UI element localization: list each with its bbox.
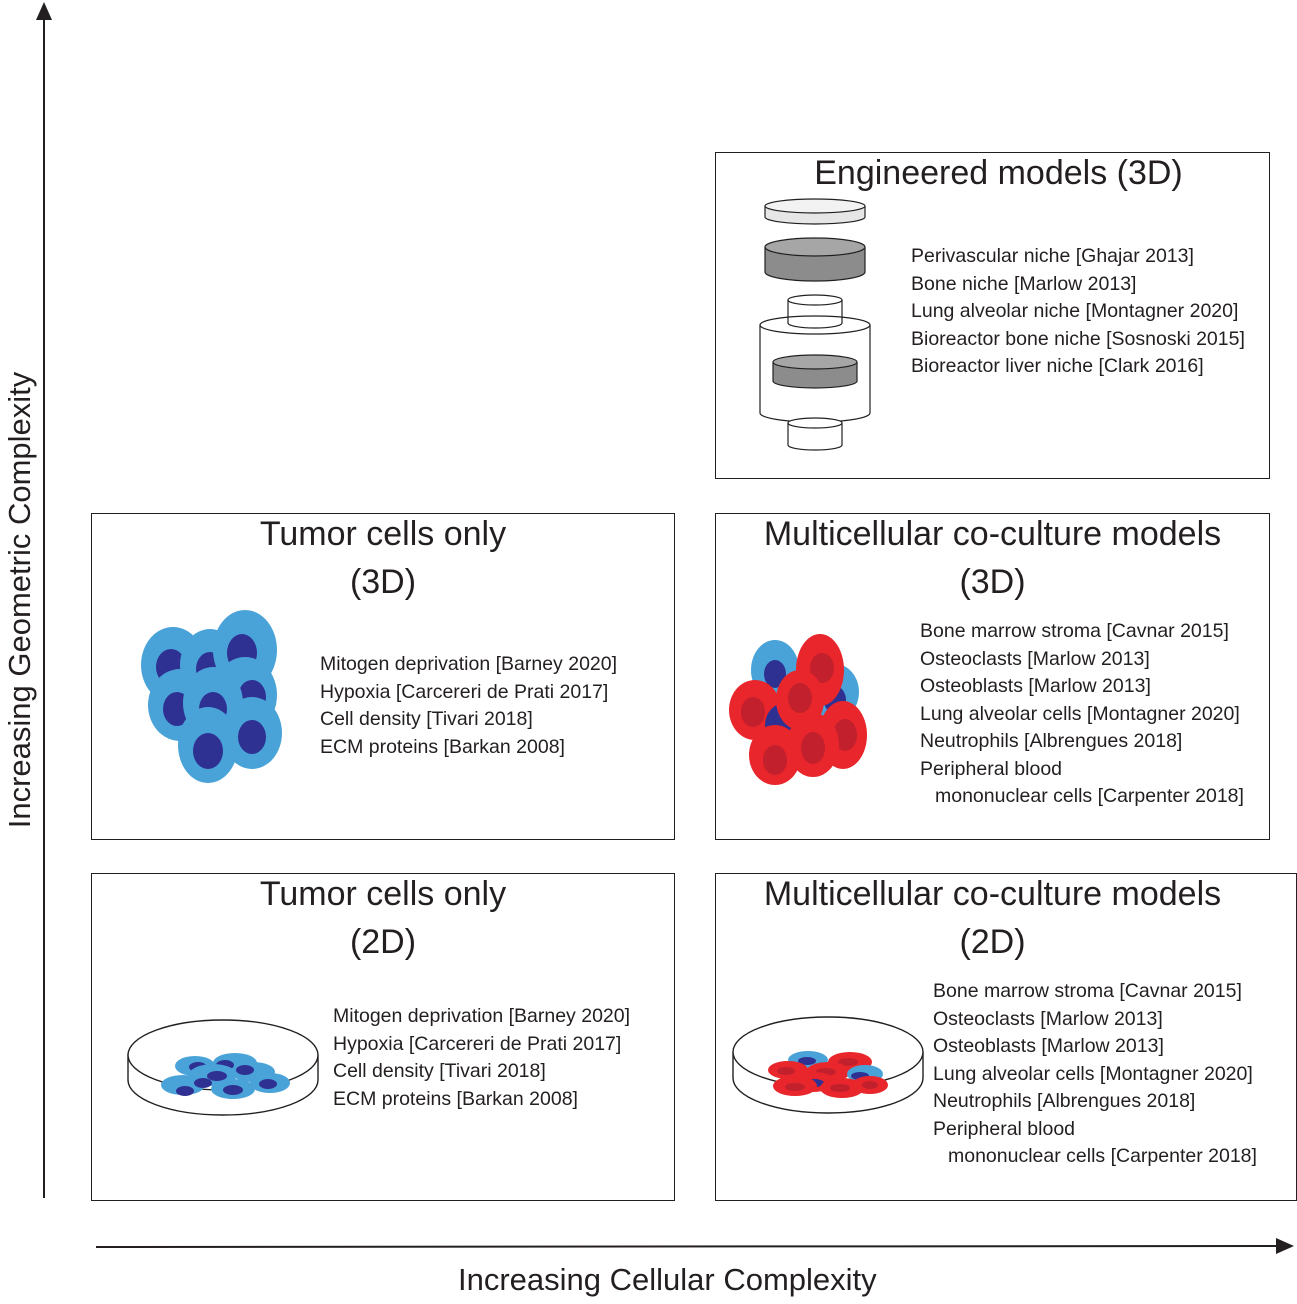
citation-list: Bone marrow stroma [Cavnar 2015] Osteocl… [933, 978, 1257, 1171]
list-item: Lung alveolar cells [Montagner 2020] [933, 1062, 1253, 1085]
citation-list: Mitogen deprivation [Barney 2020] Hypoxi… [333, 1003, 630, 1113]
list-item: Osteoblasts [Marlow 2013] [920, 675, 1151, 697]
list-item: Bioreactor bone niche [Sosnoski 2015] [911, 327, 1245, 350]
panel-title: Engineered models (3D) [814, 154, 1183, 192]
x-axis-label: Increasing Cellular Complexity [458, 1262, 877, 1297]
list-item: Peripheral blood [920, 757, 1063, 780]
list-item: mononuclear cells [Carpenter 2018] [948, 1145, 1257, 1167]
list-item: Hypoxia [Carcereri de Prati 2017] [320, 680, 609, 703]
panel-title: Tumor cells only [259, 875, 507, 913]
y-axis-arrowhead [36, 2, 52, 20]
x-axis-line [95, 1245, 1279, 1248]
list-item: ECM proteins [Barkan 2008] [320, 735, 565, 758]
list-item: Mitogen deprivation [Barney 2020] [320, 653, 618, 675]
citation-list: Bone marrow stroma [Cavnar 2015] Osteocl… [920, 618, 1244, 811]
panel-tumor-2d: Tumor cells only (2D) Mitogen deprivatio… [91, 873, 675, 1201]
list-item: Cell density [Tivari 2018] [333, 1060, 546, 1082]
list-item: Osteoclasts [Marlow 2013] [920, 647, 1150, 670]
list-item: Perivascular niche [Ghajar 2013] [911, 245, 1194, 267]
panel-subtitle: (3D) [959, 563, 1026, 601]
panel-title: Multicellular co-culture models [763, 875, 1222, 913]
list-item: Cell density [Tivari 2018] [320, 708, 533, 730]
y-axis-label: Increasing Geometric Complexity [2, 371, 37, 829]
panel-subtitle: (2D) [959, 923, 1026, 961]
petri-dish-coculture-icon [732, 1016, 924, 1114]
list-item: Lung alveolar cells [Montagner 2020] [920, 702, 1240, 725]
list-item: Bioreactor liver niche [Clark 2016] [911, 355, 1204, 377]
list-item: Osteoblasts [Marlow 2013] [933, 1035, 1164, 1057]
list-item: Bone niche [Marlow 2013] [911, 272, 1137, 295]
coculture-spheroid-icon [729, 634, 867, 785]
citation-list: Perivascular niche [Ghajar 2013] Bone ni… [911, 243, 1245, 381]
list-item: mononuclear cells [Carpenter 2018] [935, 785, 1244, 807]
list-item: Hypoxia [Carcereri de Prati 2017] [333, 1032, 622, 1055]
petri-dish-tumor-icon [127, 1019, 319, 1116]
panel-subtitle: (3D) [349, 563, 417, 601]
list-item: Bone marrow stroma [Cavnar 2015] [933, 980, 1242, 1002]
list-item: Bone marrow stroma [Cavnar 2015] [920, 620, 1229, 642]
bioreactor-scaffold-icon [759, 198, 871, 451]
panel-title: Multicellular co-culture models [763, 515, 1222, 553]
list-item: Peripheral blood [933, 1117, 1076, 1140]
panel-subtitle: (2D) [349, 923, 417, 961]
list-item: Mitogen deprivation [Barney 2020] [333, 1005, 631, 1027]
tumor-spheroid-icon [141, 610, 282, 783]
panel-title: Tumor cells only [259, 515, 507, 553]
list-item: Neutrophils [Albrengues 2018] [933, 1090, 1196, 1112]
x-axis-arrowhead [1276, 1238, 1294, 1254]
list-item: Neutrophils [Albrengues 2018] [920, 730, 1183, 752]
citation-list: Mitogen deprivation [Barney 2020] Hypoxi… [320, 651, 617, 761]
list-item: Lung alveolar niche [Montagner 2020] [911, 300, 1239, 322]
list-item: Osteoclasts [Marlow 2013] [933, 1007, 1163, 1030]
list-item: ECM proteins [Barkan 2008] [333, 1087, 578, 1110]
